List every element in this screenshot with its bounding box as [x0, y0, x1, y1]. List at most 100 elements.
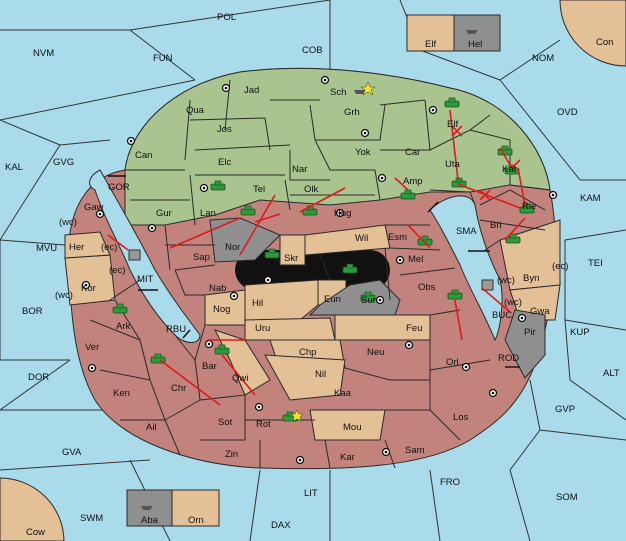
label-nvm: NVM: [33, 48, 54, 59]
label-uru: Uru: [255, 323, 270, 334]
coast-labels: (wc) (ec) (wc) (ec) (wc) (ec) (wc): [55, 217, 568, 308]
label-ost: Ost: [316, 257, 331, 268]
coast-her-ec: (ec): [101, 242, 117, 253]
region-con[interactable]: [559, 0, 626, 67]
label-aba: Aba: [141, 515, 159, 526]
label-dax: DAX: [271, 520, 291, 531]
units-green: [112, 97, 535, 422]
label-sap: Sap: [193, 252, 210, 263]
supply-centers: [81, 75, 558, 465]
label-gur: Gur: [156, 208, 172, 219]
label-lan: Lan: [200, 208, 216, 219]
label-fun: FUN: [153, 53, 173, 64]
label-swm: SWM: [80, 513, 103, 524]
label-cob: COB: [302, 45, 323, 56]
label-nog: Nog: [213, 304, 230, 315]
label-ark: Ark: [116, 321, 131, 332]
coast-buc-wc: (wc): [497, 275, 515, 286]
label-can: Can: [135, 150, 152, 161]
label-hel: Hel: [468, 39, 482, 50]
coast-kor-wc: (wc): [55, 290, 73, 301]
straits: [108, 175, 520, 368]
label-gor: GOR: [108, 182, 130, 193]
label-gwa: Gwa: [530, 306, 550, 317]
label-eun: Eun: [324, 294, 341, 305]
label-jad: Jad: [244, 85, 259, 96]
label-kat: Kat: [502, 164, 517, 175]
label-uta: Uta: [445, 159, 461, 170]
order-arrows: [107, 109, 526, 406]
label-yok: Yok: [355, 147, 371, 158]
label-hug: Hug: [334, 208, 351, 219]
label-sun: Sun: [361, 295, 378, 306]
label-mit: MIT: [137, 274, 154, 285]
label-bar: Bar: [202, 361, 217, 372]
label-hil: Hil: [252, 298, 263, 309]
label-nom: NOM: [532, 53, 554, 64]
label-nor: Nor: [225, 242, 240, 253]
label-buc: BUC: [492, 310, 512, 321]
label-car: Car: [405, 147, 420, 158]
label-kor: Kor: [81, 283, 96, 294]
label-orl: Orl: [446, 357, 459, 368]
coast-mit-ec: (ec): [109, 265, 125, 276]
label-orn: Orn: [188, 515, 204, 526]
label-ail: Ail: [146, 422, 157, 433]
coast-gwa-wc: (wc): [504, 297, 522, 308]
label-amp: Amp: [403, 176, 423, 187]
territory-labels: Jad Sch Qua Jos Grh Can Elf Elc Nar Yok …: [69, 85, 550, 463]
label-nar: Nar: [292, 164, 307, 175]
label-nab: Nab: [209, 283, 226, 294]
label-wil: Wil: [355, 233, 368, 244]
label-sot: Sot: [218, 417, 233, 428]
label-gaw: Gaw: [84, 202, 104, 213]
label-rot: Rot: [256, 419, 271, 430]
label-chr: Chr: [171, 383, 186, 394]
label-rbu: RBU: [166, 324, 186, 335]
label-elc: Elc: [218, 157, 231, 168]
label-qua: Qua: [186, 105, 205, 116]
label-chp: Chp: [299, 347, 316, 358]
label-sch: Sch: [330, 87, 346, 98]
region-qwi[interactable]: [214, 329, 271, 396]
region-nor[interactable]: [209, 217, 281, 263]
label-pol: POL: [217, 12, 236, 23]
region-sun[interactable]: [308, 279, 401, 316]
label-web: Web: [287, 273, 306, 284]
units-fleets: [128, 30, 494, 510]
region-elf-box[interactable]: [406, 14, 455, 52]
label-kaa: Kaa: [334, 388, 352, 399]
label-dor: DOR: [28, 372, 49, 383]
label-mel: Mel: [408, 254, 423, 265]
label-elf: Elf: [447, 119, 458, 130]
label-gvg: GVG: [53, 157, 74, 168]
label-cow: Cow: [26, 527, 45, 538]
label-bri: Bri: [490, 220, 502, 231]
label-ken: Ken: [113, 388, 130, 399]
label-gva: GVA: [62, 447, 82, 458]
label-her: Her: [69, 242, 84, 253]
label-kal: KAL: [5, 162, 23, 173]
label-lit: LIT: [304, 488, 318, 499]
region-her[interactable]: [64, 231, 111, 259]
region-orn[interactable]: [171, 489, 220, 527]
label-kup: KUP: [570, 327, 590, 338]
label-olk: Olk: [304, 184, 319, 195]
coast-byn-ec: (ec): [552, 261, 568, 272]
region-hel[interactable]: [453, 14, 501, 52]
label-rie: Rie: [522, 201, 536, 212]
label-gvp: GVP: [555, 404, 575, 415]
label-zin: Zin: [225, 449, 238, 460]
label-mou: Mou: [343, 422, 361, 433]
label-rod: ROD: [498, 353, 519, 364]
region-nil[interactable]: [264, 354, 346, 401]
region-cow[interactable]: [0, 477, 65, 541]
sea-labels: POL NVM FUN COB NOM Con OVD KAL GVG KAM …: [5, 12, 620, 538]
label-con: Con: [596, 37, 613, 48]
label-skr: Skr: [284, 253, 298, 264]
black-oval: [235, 250, 390, 290]
label-mvu: MVU: [36, 243, 57, 254]
region-mou[interactable]: [309, 409, 386, 441]
region-pir[interactable]: [504, 309, 546, 379]
label-los: Los: [453, 412, 469, 423]
